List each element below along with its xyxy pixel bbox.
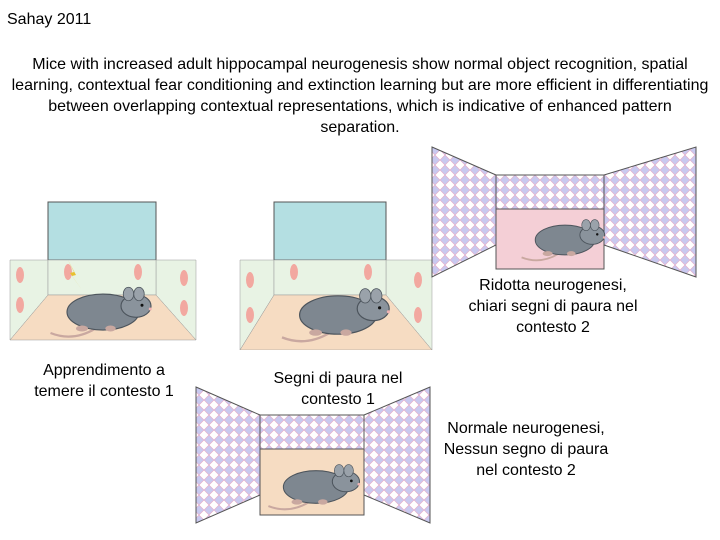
patterned-left-wall xyxy=(195,386,261,524)
patterned-right-wall xyxy=(603,146,697,278)
lightning-bolt-icon xyxy=(68,260,82,290)
context2-reduced-scene xyxy=(430,145,698,280)
test-context1-scene xyxy=(238,200,434,350)
caption-normal: Normale neurogenesi, Nessun segno di pau… xyxy=(443,420,609,479)
context-window xyxy=(273,201,387,261)
context-window xyxy=(47,201,157,261)
context2-normal-scene xyxy=(194,385,434,525)
slide-title: Sahay 2011 xyxy=(7,11,92,28)
caption-test-context1: Segni di paura nel contesto 1 xyxy=(273,370,403,408)
patterned-left-wall xyxy=(431,146,497,278)
caption-reduced: Ridotta neurogenesi, chiari segni di pau… xyxy=(468,277,638,336)
patterned-right-wall xyxy=(363,386,431,524)
patterned-back-wall xyxy=(495,174,605,210)
intro-paragraph: Mice with increased adult hippocampal ne… xyxy=(11,56,709,136)
training-box-scene xyxy=(8,200,198,350)
patterned-back-wall xyxy=(259,414,365,450)
caption-training: Apprendimento a temere il contesto 1 xyxy=(34,362,174,400)
